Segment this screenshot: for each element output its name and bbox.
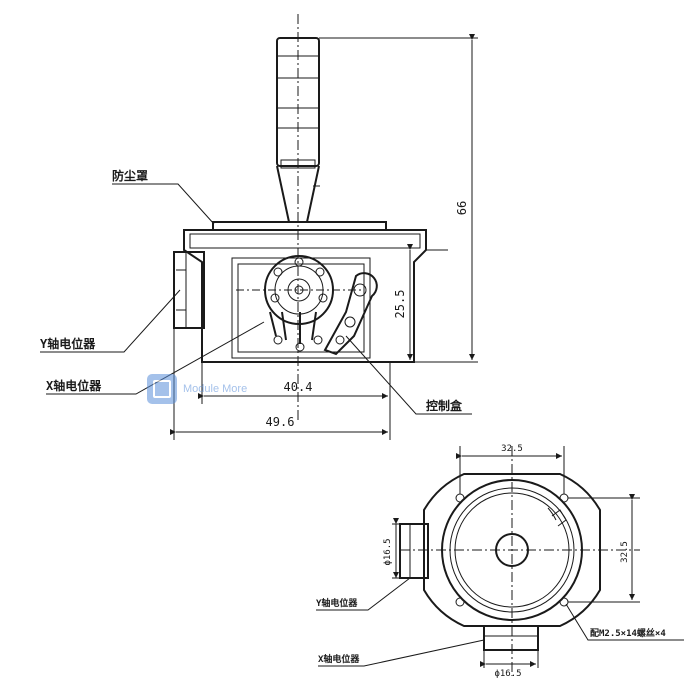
label-screws-group: 配M2.5×14螺丝×4: [565, 603, 684, 641]
side-view: 66 25.5 40.4 49.6 防尘罩 Y轴电位器: [40, 14, 478, 440]
dimension-32-5-v: 32.5: [620, 541, 630, 563]
label-x-pot-bottom-group: X轴电位器: [318, 639, 485, 667]
y-potentiometer-bottom: ϕ16.5: [383, 518, 429, 579]
chip-icon: [147, 374, 177, 404]
dimension-height-box: 25.5: [393, 244, 448, 360]
x-potentiometer-bottom: ϕ16.5: [480, 625, 539, 679]
dimension-32-5-h: 32.5: [501, 444, 523, 454]
label-dust-cover-group: 防尘罩: [112, 168, 215, 225]
watermark-text: Module More: [183, 383, 248, 395]
bottom-view: ϕ16.5 ϕ16.5 32.5 32.5 Y轴电位器: [316, 444, 684, 679]
dimension-40-4: 40.4: [284, 380, 313, 394]
label-control-box-group: 控制盒: [345, 335, 472, 415]
dimension-hole-spacing-h: 32.5: [456, 444, 565, 494]
label-control-box: 控制盒: [426, 398, 463, 413]
dimension-width-inner: 40.4: [198, 362, 391, 440]
dimension-66: 66: [455, 201, 469, 215]
x-potentiometer-side: [323, 272, 378, 356]
label-screws: 配M2.5×14螺丝×4: [590, 627, 666, 639]
label-y-pot-group: Y轴电位器: [40, 289, 181, 353]
dimension-25-5: 25.5: [393, 290, 407, 319]
label-x-pot-group: X轴电位器: [46, 321, 265, 395]
mount-hole-bl: [455, 597, 465, 607]
watermark: Module More: [147, 372, 287, 406]
gimbal-mechanism: [264, 255, 334, 352]
dimension-hole-spacing-v: 32.5: [568, 494, 640, 603]
mount-hole-tr: [559, 493, 569, 503]
dimension-phi-16-5-bottom: ϕ16.5: [494, 669, 521, 679]
y-potentiometer-side: [173, 251, 205, 329]
mounting-flange: [423, 473, 601, 627]
label-y-pot-side: Y轴电位器: [40, 336, 96, 351]
dimension-phi-16-5-left: ϕ16.5: [383, 538, 393, 565]
main-box: [183, 229, 427, 363]
label-x-pot-bottom: X轴电位器: [318, 653, 360, 665]
label-dust-cover: 防尘罩: [112, 168, 148, 183]
label-y-pot-bottom-group: Y轴电位器: [316, 577, 411, 611]
mount-hole-tl: [455, 493, 465, 503]
label-y-pot-bottom: Y轴电位器: [316, 597, 358, 609]
label-x-pot-side: X轴电位器: [46, 378, 102, 393]
dust-cover: [212, 221, 387, 231]
dimension-height-total: 66: [319, 34, 478, 363]
dimension-49-6: 49.6: [266, 415, 295, 429]
